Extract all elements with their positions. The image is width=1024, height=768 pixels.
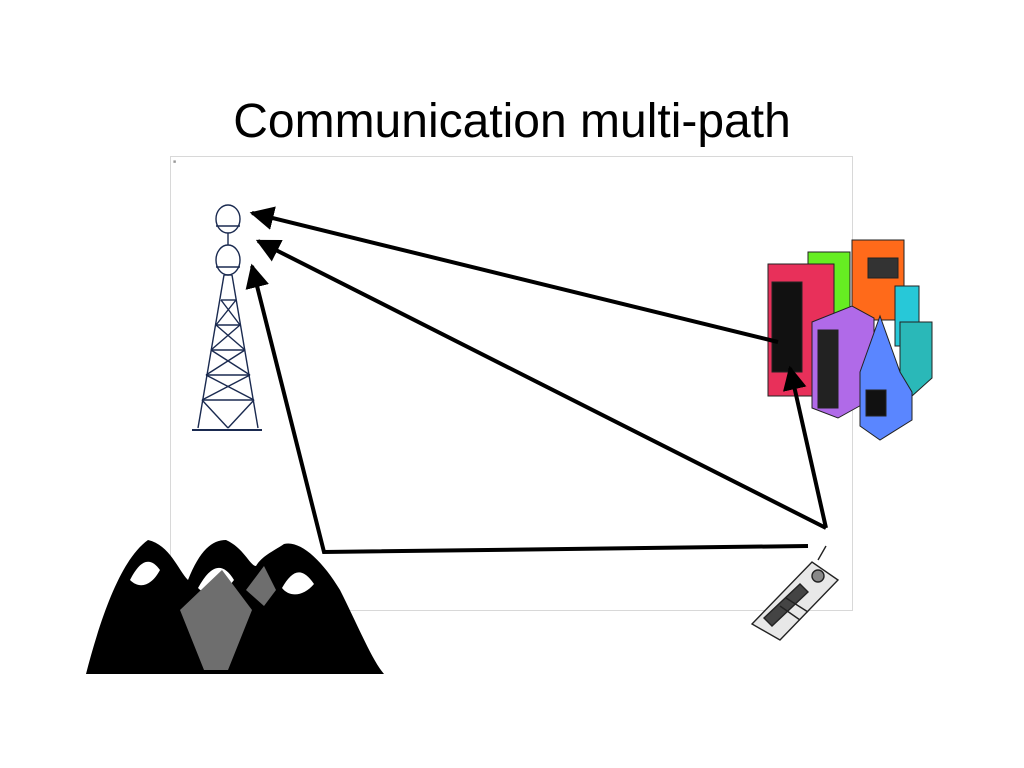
city-buildings-icon	[767, 239, 933, 441]
frame-corner-mark: ■	[173, 159, 177, 165]
transmission-tower-icon	[192, 204, 262, 431]
mobile-phone-icon	[750, 545, 840, 641]
mountains-icon	[86, 540, 384, 674]
diagram-frame: ■	[170, 156, 853, 611]
path-phone-to-tower	[255, 239, 827, 530]
slide-title: Communication multi-path	[233, 95, 791, 148]
path-phone-to-buildings	[783, 365, 828, 529]
path-phone-via-mountains-to-tower	[245, 263, 809, 555]
signal-paths	[245, 206, 828, 555]
path-buildings-to-tower	[249, 206, 779, 344]
